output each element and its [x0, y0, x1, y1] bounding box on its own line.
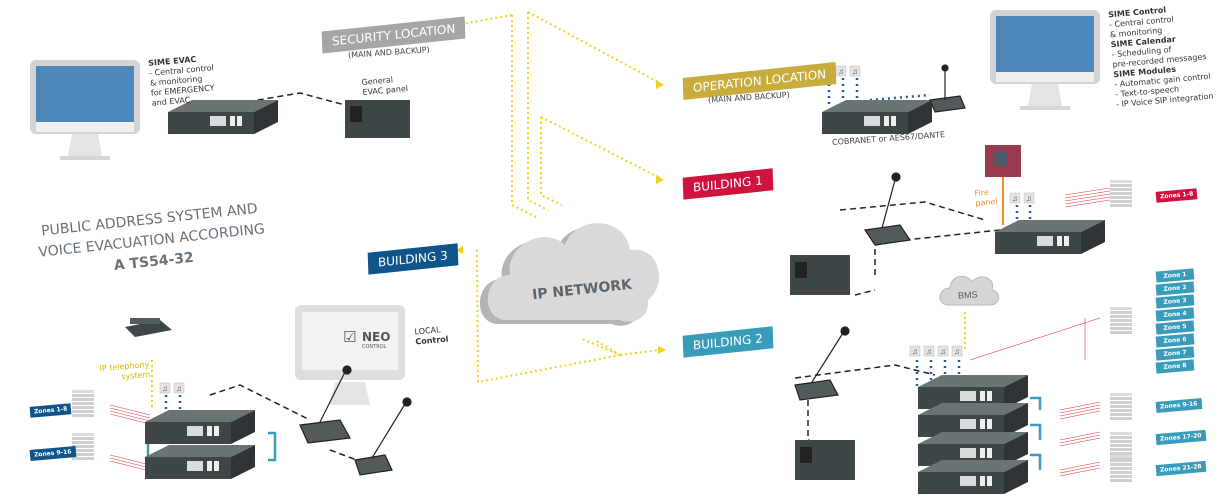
- network-links: [151, 11, 966, 410]
- building2-evac-panel: [795, 440, 855, 480]
- building3-amplifier-2: [145, 445, 255, 479]
- sime-evac-monitor: [30, 60, 140, 160]
- speaker-stack-icon: [1110, 432, 1132, 459]
- speaker-stack-icon: [72, 390, 94, 417]
- zone-label: Zone 8: [1155, 359, 1195, 374]
- note-line: panel: [975, 197, 998, 208]
- audio-source-icon: [937, 345, 949, 357]
- neo-control-logo-text: NEO CONTROL: [362, 330, 390, 350]
- zone-label: Zone 7: [1155, 346, 1195, 361]
- sime-control-monitor: [990, 10, 1100, 110]
- local-control-label: LOCAL Control: [414, 325, 449, 348]
- audio-source-icon: [1023, 192, 1035, 204]
- zone-label: Zone 3: [1155, 294, 1195, 309]
- building2-zone-list: Zone 1 Zone 2 Zone 3 Zone 4 Zone 5 Zone …: [1155, 268, 1195, 374]
- sime-control-note: SIME Control - Central control & monitor…: [1108, 2, 1214, 110]
- zone-label: Zone 1: [1155, 268, 1195, 283]
- neo-control-logo: ☑: [343, 328, 356, 346]
- speaker-stack-icon: [1110, 307, 1132, 334]
- audio-source-icon: [849, 65, 861, 77]
- building3-amplifier-1: [145, 410, 255, 444]
- local-control-monitor: [295, 305, 405, 405]
- ip-network-cloud: [479, 223, 660, 326]
- speaker-stack-icon: [1110, 455, 1132, 482]
- audio-source-icon: [1009, 192, 1021, 204]
- audio-source-icon: [835, 65, 847, 77]
- building2-amplifier-4: [918, 460, 1028, 494]
- audio-source-icon: [909, 345, 921, 357]
- note-line: Fire: [974, 187, 990, 198]
- audio-source-icon: [923, 345, 935, 357]
- building1-evac-panel: [790, 255, 850, 295]
- zone-label: Zone 4: [1155, 307, 1195, 322]
- note-line: system: [120, 369, 151, 382]
- note-line: and EVAC: [151, 95, 191, 108]
- general-evac-panel-label: General EVAC panel: [361, 74, 408, 98]
- cobranet-device: [822, 100, 932, 134]
- fire-panel-label: Fire panel: [974, 187, 998, 209]
- microphone-consoles: [299, 64, 966, 476]
- building1-amplifier: [995, 220, 1105, 254]
- bms-cloud: [939, 275, 999, 306]
- zone-label: Zone 2: [1155, 281, 1195, 296]
- zone-label: Zone 5: [1155, 320, 1195, 335]
- logo-text: NEO: [362, 330, 391, 344]
- speaker-stack-icon: [1110, 180, 1132, 207]
- general-evac-panel: [345, 100, 410, 138]
- building2-amplifier-2: [918, 403, 1028, 437]
- audio-source-icon: [951, 345, 963, 357]
- logo-sub: CONTROL: [362, 344, 387, 350]
- note-line: Control: [415, 334, 449, 347]
- audio-source-icon: [173, 382, 185, 394]
- speaker-stack-icon: [1110, 393, 1132, 420]
- bms-label: BMS: [957, 289, 978, 301]
- sime-evac-note: SIME EVAC - Central control & monitoring…: [148, 53, 217, 108]
- audio-source-icon: [159, 382, 171, 394]
- zone-label: Zone 6: [1155, 333, 1195, 348]
- ip-telephone-icon: [125, 318, 172, 337]
